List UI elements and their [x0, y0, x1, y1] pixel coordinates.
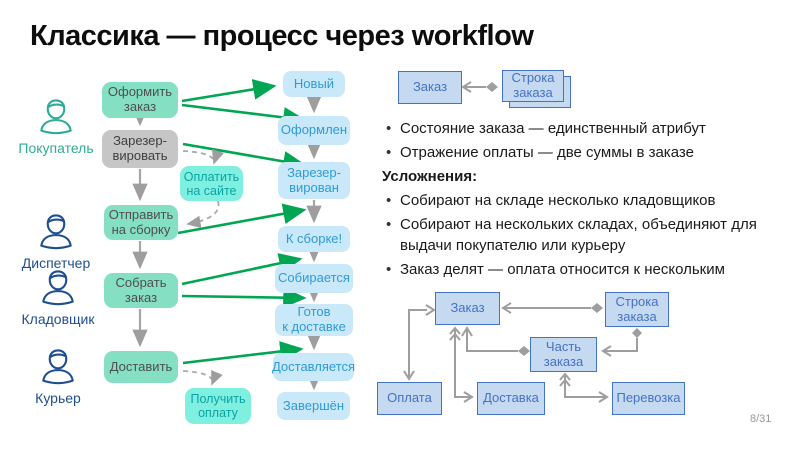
role-label: Покупатель — [18, 140, 94, 156]
entity-order-part: Часть заказа — [530, 337, 597, 372]
action-assemble-order: Собрать заказ — [104, 273, 178, 308]
role-label: Курьер — [35, 390, 81, 406]
simple-model-connector — [461, 81, 498, 93]
state-placed: Оформлен — [278, 116, 350, 145]
entity-order-simple: Заказ — [398, 71, 462, 104]
action-reserve: Зарезер- вировать — [102, 130, 178, 168]
role-storekeeper: Кладовщик — [21, 264, 95, 327]
person-icon — [36, 264, 80, 310]
note-item: Собирают на складе несколько кладовщиков — [382, 190, 790, 211]
entity-payment: Оплата — [377, 382, 442, 415]
role-courier: Курьер — [24, 343, 92, 406]
role-buyer: Покупатель — [18, 93, 94, 156]
person-icon — [36, 343, 80, 389]
page-number: 8/31 — [750, 413, 772, 425]
state-assembling: Собирается — [275, 264, 353, 293]
note-heading: Усложнения: — [382, 168, 478, 185]
person-icon — [34, 93, 78, 139]
state-completed: Завершён — [277, 392, 350, 420]
entity-shipment: Перевозка — [612, 382, 685, 415]
action-receive-payment: Получить оплату — [185, 388, 251, 424]
action-pay-online: Оплатить на сайте — [180, 166, 243, 201]
note-item: Отражение оплаты — две суммы в заказе — [382, 142, 790, 163]
state-new: Новый — [283, 71, 345, 97]
role-dispatcher: Диспетчер — [22, 208, 90, 271]
note-item: Собирают на нескольких складах, объединя… — [382, 214, 790, 256]
notes-list: Состояние заказа — единственный атрибут … — [382, 118, 790, 283]
entity-order-line-simple: Строка заказа — [502, 70, 564, 102]
role-label: Диспетчер — [21, 255, 91, 271]
state-ready-for-delivery: Готов к доставке — [275, 304, 353, 336]
role-label: Кладовщик — [21, 311, 95, 327]
action-send-to-assembly: Отправить на сборку — [104, 205, 178, 240]
entity-order-line: Строка заказа — [605, 292, 669, 327]
state-reserved: Зарезер- вирован — [278, 162, 350, 199]
note-item: Состояние заказа — единственный атрибут — [382, 118, 790, 139]
entity-order: Заказ — [435, 292, 500, 325]
entity-delivery: Доставка — [477, 382, 545, 415]
action-create-order: Оформить заказ — [102, 82, 178, 118]
person-icon — [34, 208, 78, 254]
state-to-assembly: К сборке! — [278, 226, 350, 252]
slide-title: Классика — процесс через workflow — [30, 20, 534, 52]
action-deliver: Доставить — [104, 351, 178, 383]
state-delivering: Доставляется — [272, 353, 355, 381]
note-item: Заказ делят — оплата относится к несколь… — [382, 259, 790, 280]
